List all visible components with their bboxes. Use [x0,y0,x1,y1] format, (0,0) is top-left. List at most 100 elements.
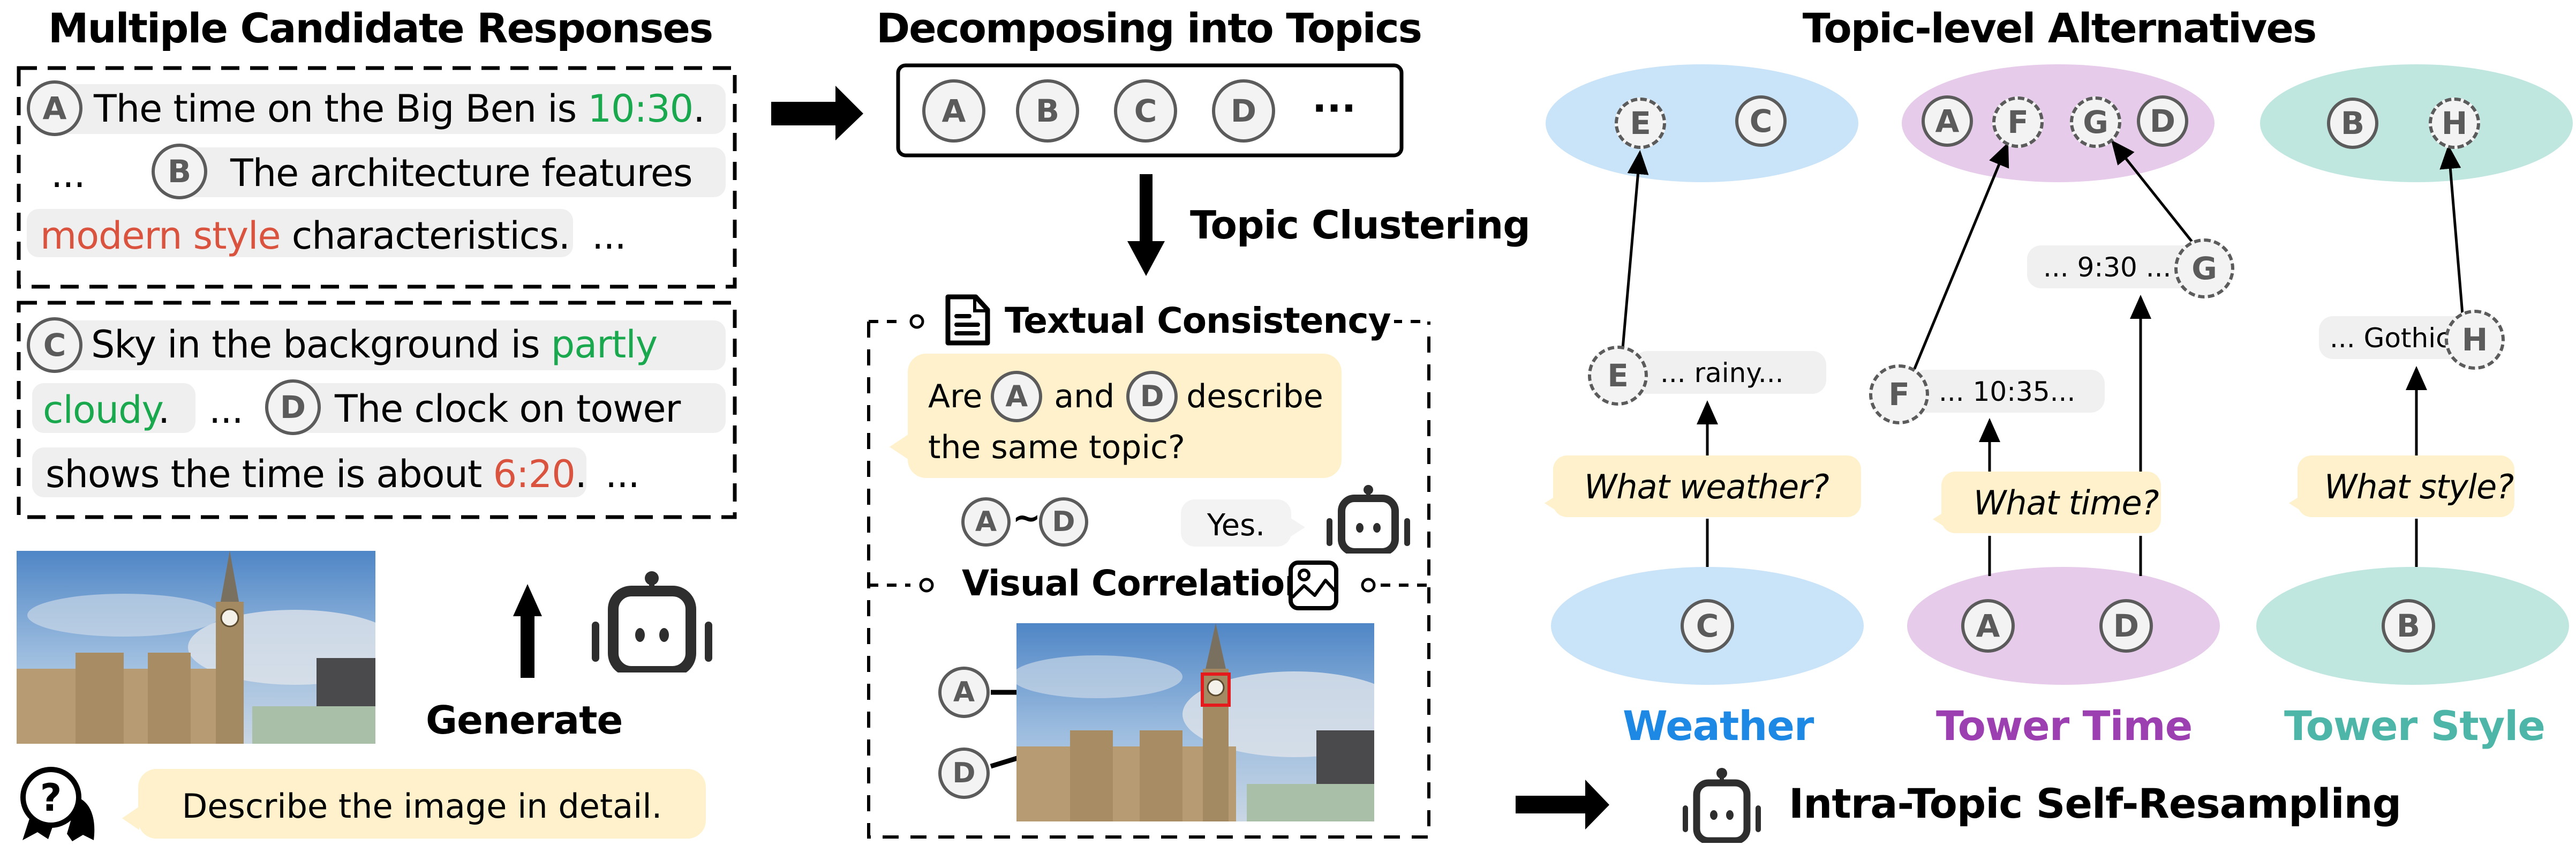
right-panel-title: Topic-level Alternatives [1802,4,2317,52]
bottom-node-b: B [2382,599,2435,653]
node-c: C [27,317,82,373]
big-ben-photo [17,551,375,744]
response-box-2 [17,301,737,519]
cluster-node-b: B [2327,98,2378,149]
topic-node-b: B [1016,79,1079,143]
visual-correlation-header: Visual Correlation [959,563,1313,604]
clock-bounding-box [1201,672,1231,707]
textual-consistency-header: Textual Consistency [1001,300,1394,341]
ellipsis: ... [592,214,627,258]
cluster-bottom-tower-time [1907,567,2220,685]
cluster-node-e: E [1615,98,1666,149]
alternative-rainy: ... rainy... [1633,351,1826,394]
cluster-node-f: F [1992,96,2044,148]
response-d-text: The clock on tower [335,387,681,431]
ellipsis: ... [209,388,244,432]
prompt-text: Describe the image in detail. [182,787,662,826]
answer-bubble: Yes. [1181,499,1305,547]
response-c-highlight [54,320,726,370]
response-c-text: Sky in the background is partly [91,323,658,367]
visual-node-d: D [938,748,990,799]
response-box-1 [17,66,737,289]
node-d: D [265,379,321,435]
node-b: B [152,144,207,199]
alternative-node-h: H [2445,310,2505,370]
bottom-node-d: D [2099,599,2153,653]
alternative-node-e: E [1588,346,1648,406]
question-time: What time? [1933,472,2161,533]
clustering-arrow [1127,174,1165,276]
svg-text:?: ? [40,776,62,820]
question-text: Are [928,378,983,415]
alternative-node-g: G [2174,238,2234,298]
question-weather: What weather? [1545,455,1861,517]
cluster-node-g: G [2070,96,2121,148]
resampling-label: Intra-Topic Self-Resampling [1789,780,2401,827]
visual-node-a: A [938,667,990,718]
consistency-question-bubble: Are A and D describe the same topic? [890,354,1342,478]
more-topics: ··· [1312,86,1357,131]
answer-text: Yes. [1207,508,1266,543]
similar-symbol: ~ [1012,498,1041,538]
document-icon [943,294,991,347]
response-b-text: The architecture features [230,151,692,195]
robot-icon [1325,485,1411,554]
image-icon [1288,560,1339,611]
question-style: What style? [2289,455,2514,517]
alternative-1035: ... 10:35... [1912,370,2105,413]
bottom-node-c: C [1681,599,1734,653]
highlight-wrong: modern style [40,214,281,258]
highlight-correct: 10:30 [587,87,694,131]
ellipsis: ... [605,452,640,496]
response-a-highlight [54,84,726,134]
center-dashed-box [867,322,1430,839]
topic-node-a: A [922,79,985,143]
cluster-top-tower-time [1902,64,2215,182]
response-d-cont-text: shows the time is about 6:20. [46,452,587,496]
response-b-cont-text: modern style characteristics. [40,214,570,258]
response-d-cont-highlight [32,447,586,497]
response-b-highlight [177,147,726,197]
bottom-node-a: A [1961,599,2015,653]
cluster-label-weather: Weather [1623,702,1814,750]
cluster-node-h: H [2429,98,2480,149]
pair-node-a: A [961,497,1011,547]
ellipsis: ... [51,152,86,196]
pair-node-d: D [1039,497,1088,547]
response-c-cont-text: cloudy. [43,388,170,432]
question-chat-icon: ? [16,765,102,843]
prompt-bubble: Describe the image in detail. [122,769,706,839]
big-ben-photo [1016,623,1374,821]
left-panel-title: Multiple Candidate Responses [48,4,713,52]
cluster-label-tower-time: Tower Time [1936,702,2193,750]
alternative-node-f: F [1869,364,1929,424]
cluster-top-tower-style [2260,64,2573,182]
arrow-to-topics [771,86,863,140]
node-a: A [27,80,82,136]
robot-icon [1682,768,1762,843]
topic-clustering-label: Topic Clustering [1190,203,1531,248]
generate-arrow [513,584,542,678]
robot-icon [589,571,715,672]
question-node-d: D [1126,371,1178,422]
response-c-cont-highlight [32,383,195,433]
input-image [17,551,375,744]
cluster-node-c: C [1735,95,1787,147]
arrow-to-resampling [1516,780,1609,829]
question-text-line2: the same topic? [928,429,1185,466]
cluster-node-a: A [1922,95,1973,147]
cluster-top-weather [1546,64,1858,182]
highlight-correct: partly [551,323,658,367]
response-a-text: The time on the Big Ben is 10:30. [94,87,705,131]
topic-node-c: C [1114,79,1177,143]
cluster-node-d: D [2137,95,2188,147]
question-node-a: A [991,371,1043,422]
topic-node-d: D [1212,79,1275,143]
response-d-highlight [292,383,726,433]
highlight-wrong: 6:20 [493,452,576,496]
generate-label: Generate [426,698,623,743]
response-b-cont-highlight [27,209,573,257]
correlation-image [1016,623,1374,821]
cluster-label-tower-style: Tower Style [2284,702,2545,750]
